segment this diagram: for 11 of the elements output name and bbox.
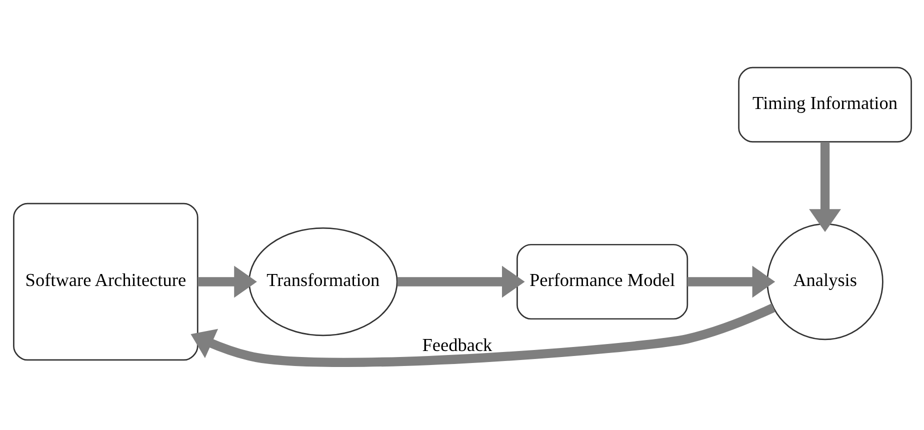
edge-label: Feedback bbox=[422, 335, 492, 356]
arrow bbox=[396, 266, 524, 298]
node-box: Software Architecture bbox=[12, 202, 198, 361]
arrow bbox=[686, 266, 775, 298]
arrow bbox=[197, 266, 256, 298]
node-ellipse: Transformation bbox=[248, 227, 398, 336]
arrow bbox=[190, 304, 775, 367]
node-box: Performance Model bbox=[516, 244, 688, 320]
node-box: Timing Information bbox=[738, 66, 912, 142]
node-circle: Analysis bbox=[766, 223, 883, 340]
arrow bbox=[808, 142, 841, 232]
